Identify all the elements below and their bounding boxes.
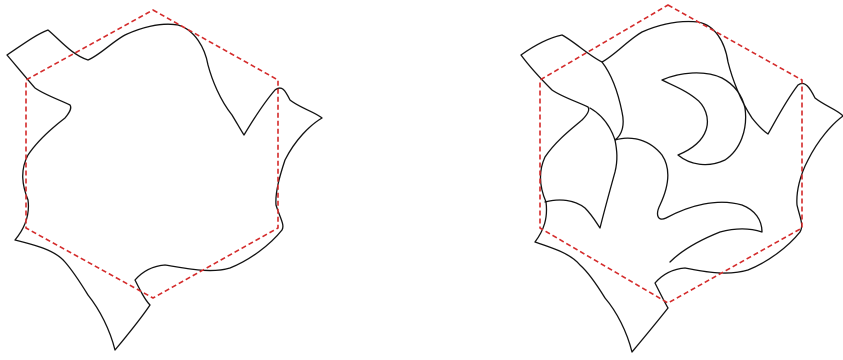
left-tile-outline	[7, 24, 322, 350]
right-panel	[521, 5, 843, 352]
left-hexagon-guide	[26, 10, 278, 298]
right-inner-bird-upper	[590, 62, 623, 140]
left-panel	[7, 10, 322, 350]
right-inner-bird-center	[615, 138, 762, 262]
right-inner-bird-right	[662, 73, 746, 165]
right-hexagon-guide	[540, 5, 802, 303]
right-tile-outline	[521, 22, 843, 352]
right-inner-bird-lower-wing	[545, 140, 617, 228]
